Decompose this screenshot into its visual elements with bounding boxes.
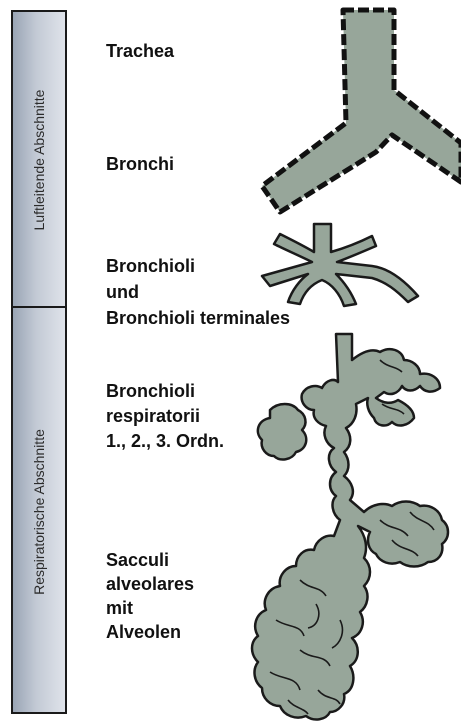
- bronchioli-drawing: [262, 224, 418, 306]
- respiratory-tree-drawing: [252, 334, 448, 719]
- trachea-bronchi-drawing: [262, 10, 461, 212]
